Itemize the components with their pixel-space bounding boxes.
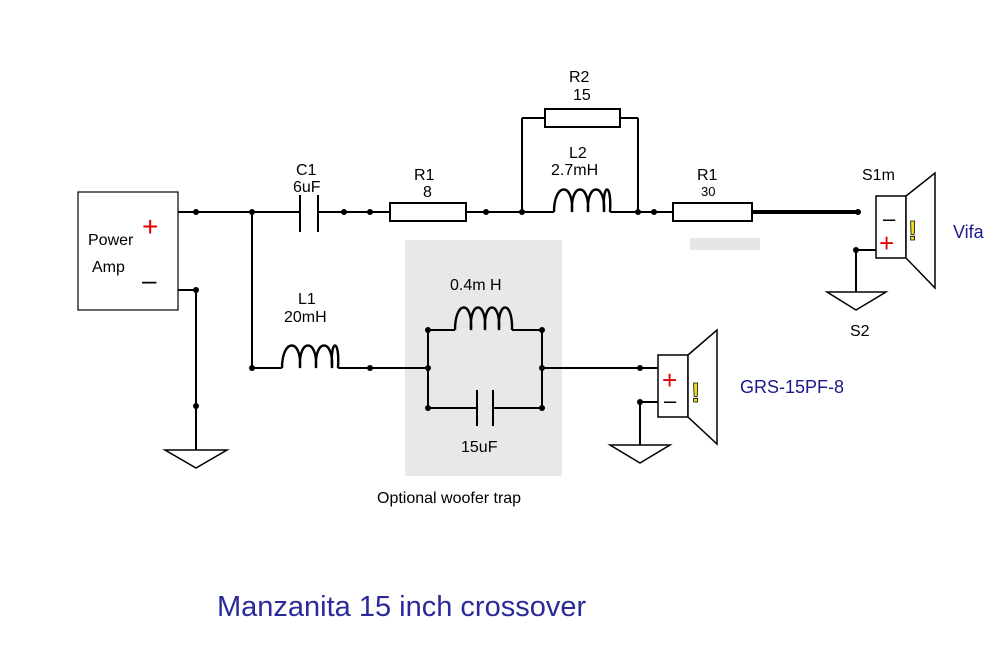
resistor-r2 — [544, 108, 621, 128]
r1a-name: R1 — [414, 167, 435, 184]
ground-symbol-woofer — [607, 444, 673, 464]
power-amp-label-line1: Power — [88, 232, 134, 249]
trap-inductor-value: 0.4m H — [450, 277, 502, 294]
tweeter-speaker — [875, 171, 936, 290]
woofer-name: GRS-15PF-8 — [740, 377, 844, 397]
r1b-value: 30 — [701, 184, 715, 199]
diagram-title: Manzanita 15 inch crossover — [217, 591, 586, 623]
inductor-trap — [453, 306, 514, 331]
woofer-speaker — [657, 328, 718, 446]
inductor-l1 — [280, 344, 340, 369]
tweeter-minus-sign: – — [883, 206, 896, 231]
power-amp: Power Amp + – — [77, 191, 179, 311]
r2-name: R2 — [569, 69, 590, 86]
resistor-r1-8 — [389, 202, 467, 222]
amp-plus-sign: + — [142, 211, 158, 242]
resistor-r1-30 — [672, 202, 753, 222]
capacitor-c1 — [299, 195, 319, 232]
tweeter-name: Vifa — [953, 222, 985, 242]
l1-value: 20mH — [284, 309, 327, 326]
c1-value: 6uF — [293, 179, 321, 196]
trap-capacitor-value: 15uF — [461, 439, 498, 456]
l1-name: L1 — [298, 291, 316, 308]
ground-symbol-tweeter — [824, 291, 889, 311]
trap-caption: Optional woofer trap — [377, 490, 521, 507]
gray-marker-bar — [690, 238, 760, 250]
tweeter-plus-sign: + — [879, 228, 894, 258]
woofer-trap-area — [405, 240, 562, 476]
l2-name: L2 — [569, 145, 587, 162]
l2-value: 2.7mH — [551, 162, 598, 179]
tweeter-bottom-label: S2 — [850, 323, 870, 340]
tweeter-top-label: S1m — [862, 167, 895, 184]
r1a-value: 8 — [423, 184, 432, 201]
r2-value: 15 — [573, 87, 591, 104]
top-wires — [178, 117, 860, 214]
woofer-minus-sign: – — [664, 388, 677, 413]
woofer-plus-sign: + — [662, 365, 677, 395]
junction-dots — [193, 209, 861, 411]
power-amp-label-line2: Amp — [92, 259, 125, 276]
tweeter-warning-icon: ! — [908, 215, 917, 246]
amp-ground-path — [178, 289, 197, 450]
inductor-l2 — [552, 188, 612, 213]
amp-minus-sign: – — [142, 265, 157, 295]
c1-name: C1 — [296, 162, 317, 179]
r1b-name: R1 — [697, 167, 718, 184]
capacitor-trap — [476, 390, 494, 426]
woofer-warning-icon: ! — [691, 377, 700, 408]
ground-symbol-amp — [162, 449, 230, 469]
